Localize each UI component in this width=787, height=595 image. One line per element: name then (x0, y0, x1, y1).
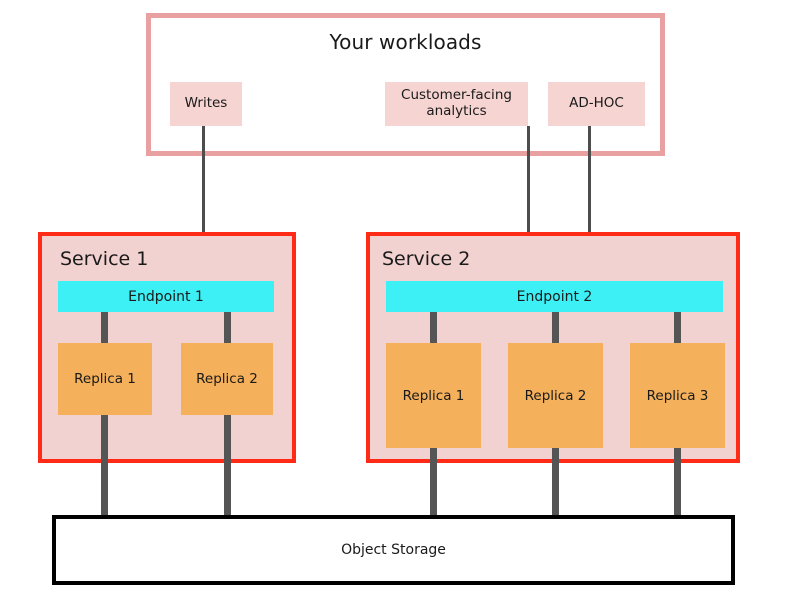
connector-endpoint2-to-s2-replica3 (674, 312, 681, 344)
connector-adhoc-to-endpoint2-line (588, 126, 591, 258)
object-storage-box[interactable]: Object Storage (52, 515, 735, 585)
workload-chip-writes[interactable]: Writes (170, 82, 242, 126)
connector-s2-replica1-to-storage (430, 448, 437, 517)
service2-replica-2[interactable]: Replica 2 (508, 343, 603, 448)
service-label-2: Service 2 (382, 248, 471, 270)
connector-s2-replica3-to-storage (674, 448, 681, 517)
connector-writes-to-endpoint1-line (202, 126, 205, 258)
workload-chip-ad-hoc[interactable]: AD-HOC (548, 82, 645, 126)
connector-endpoint2-to-s2-replica1 (430, 312, 437, 344)
workloads-title: Your workloads (329, 30, 482, 54)
workload-chip-customer-facing-analytics[interactable]: Customer-facing analytics (385, 82, 528, 126)
connector-endpoint1-to-s1-replica2 (224, 312, 231, 344)
connector-s1-replica2-to-storage (224, 415, 231, 517)
service1-replica-1[interactable]: Replica 1 (58, 343, 152, 415)
connector-s1-replica1-to-storage (101, 415, 108, 517)
endpoint-1[interactable]: Endpoint 1 (58, 281, 274, 312)
connector-s2-replica2-to-storage (552, 448, 559, 517)
connector-endpoint1-to-s1-replica1 (101, 312, 108, 344)
service2-replica-3[interactable]: Replica 3 (630, 343, 725, 448)
endpoint-2[interactable]: Endpoint 2 (386, 281, 723, 312)
connector-endpoint2-to-s2-replica2 (552, 312, 559, 344)
service1-replica-2[interactable]: Replica 2 (181, 343, 273, 415)
service2-replica-1[interactable]: Replica 1 (386, 343, 481, 448)
service-label-1: Service 1 (60, 248, 149, 270)
connector-analytics-to-endpoint2-line (527, 126, 530, 258)
